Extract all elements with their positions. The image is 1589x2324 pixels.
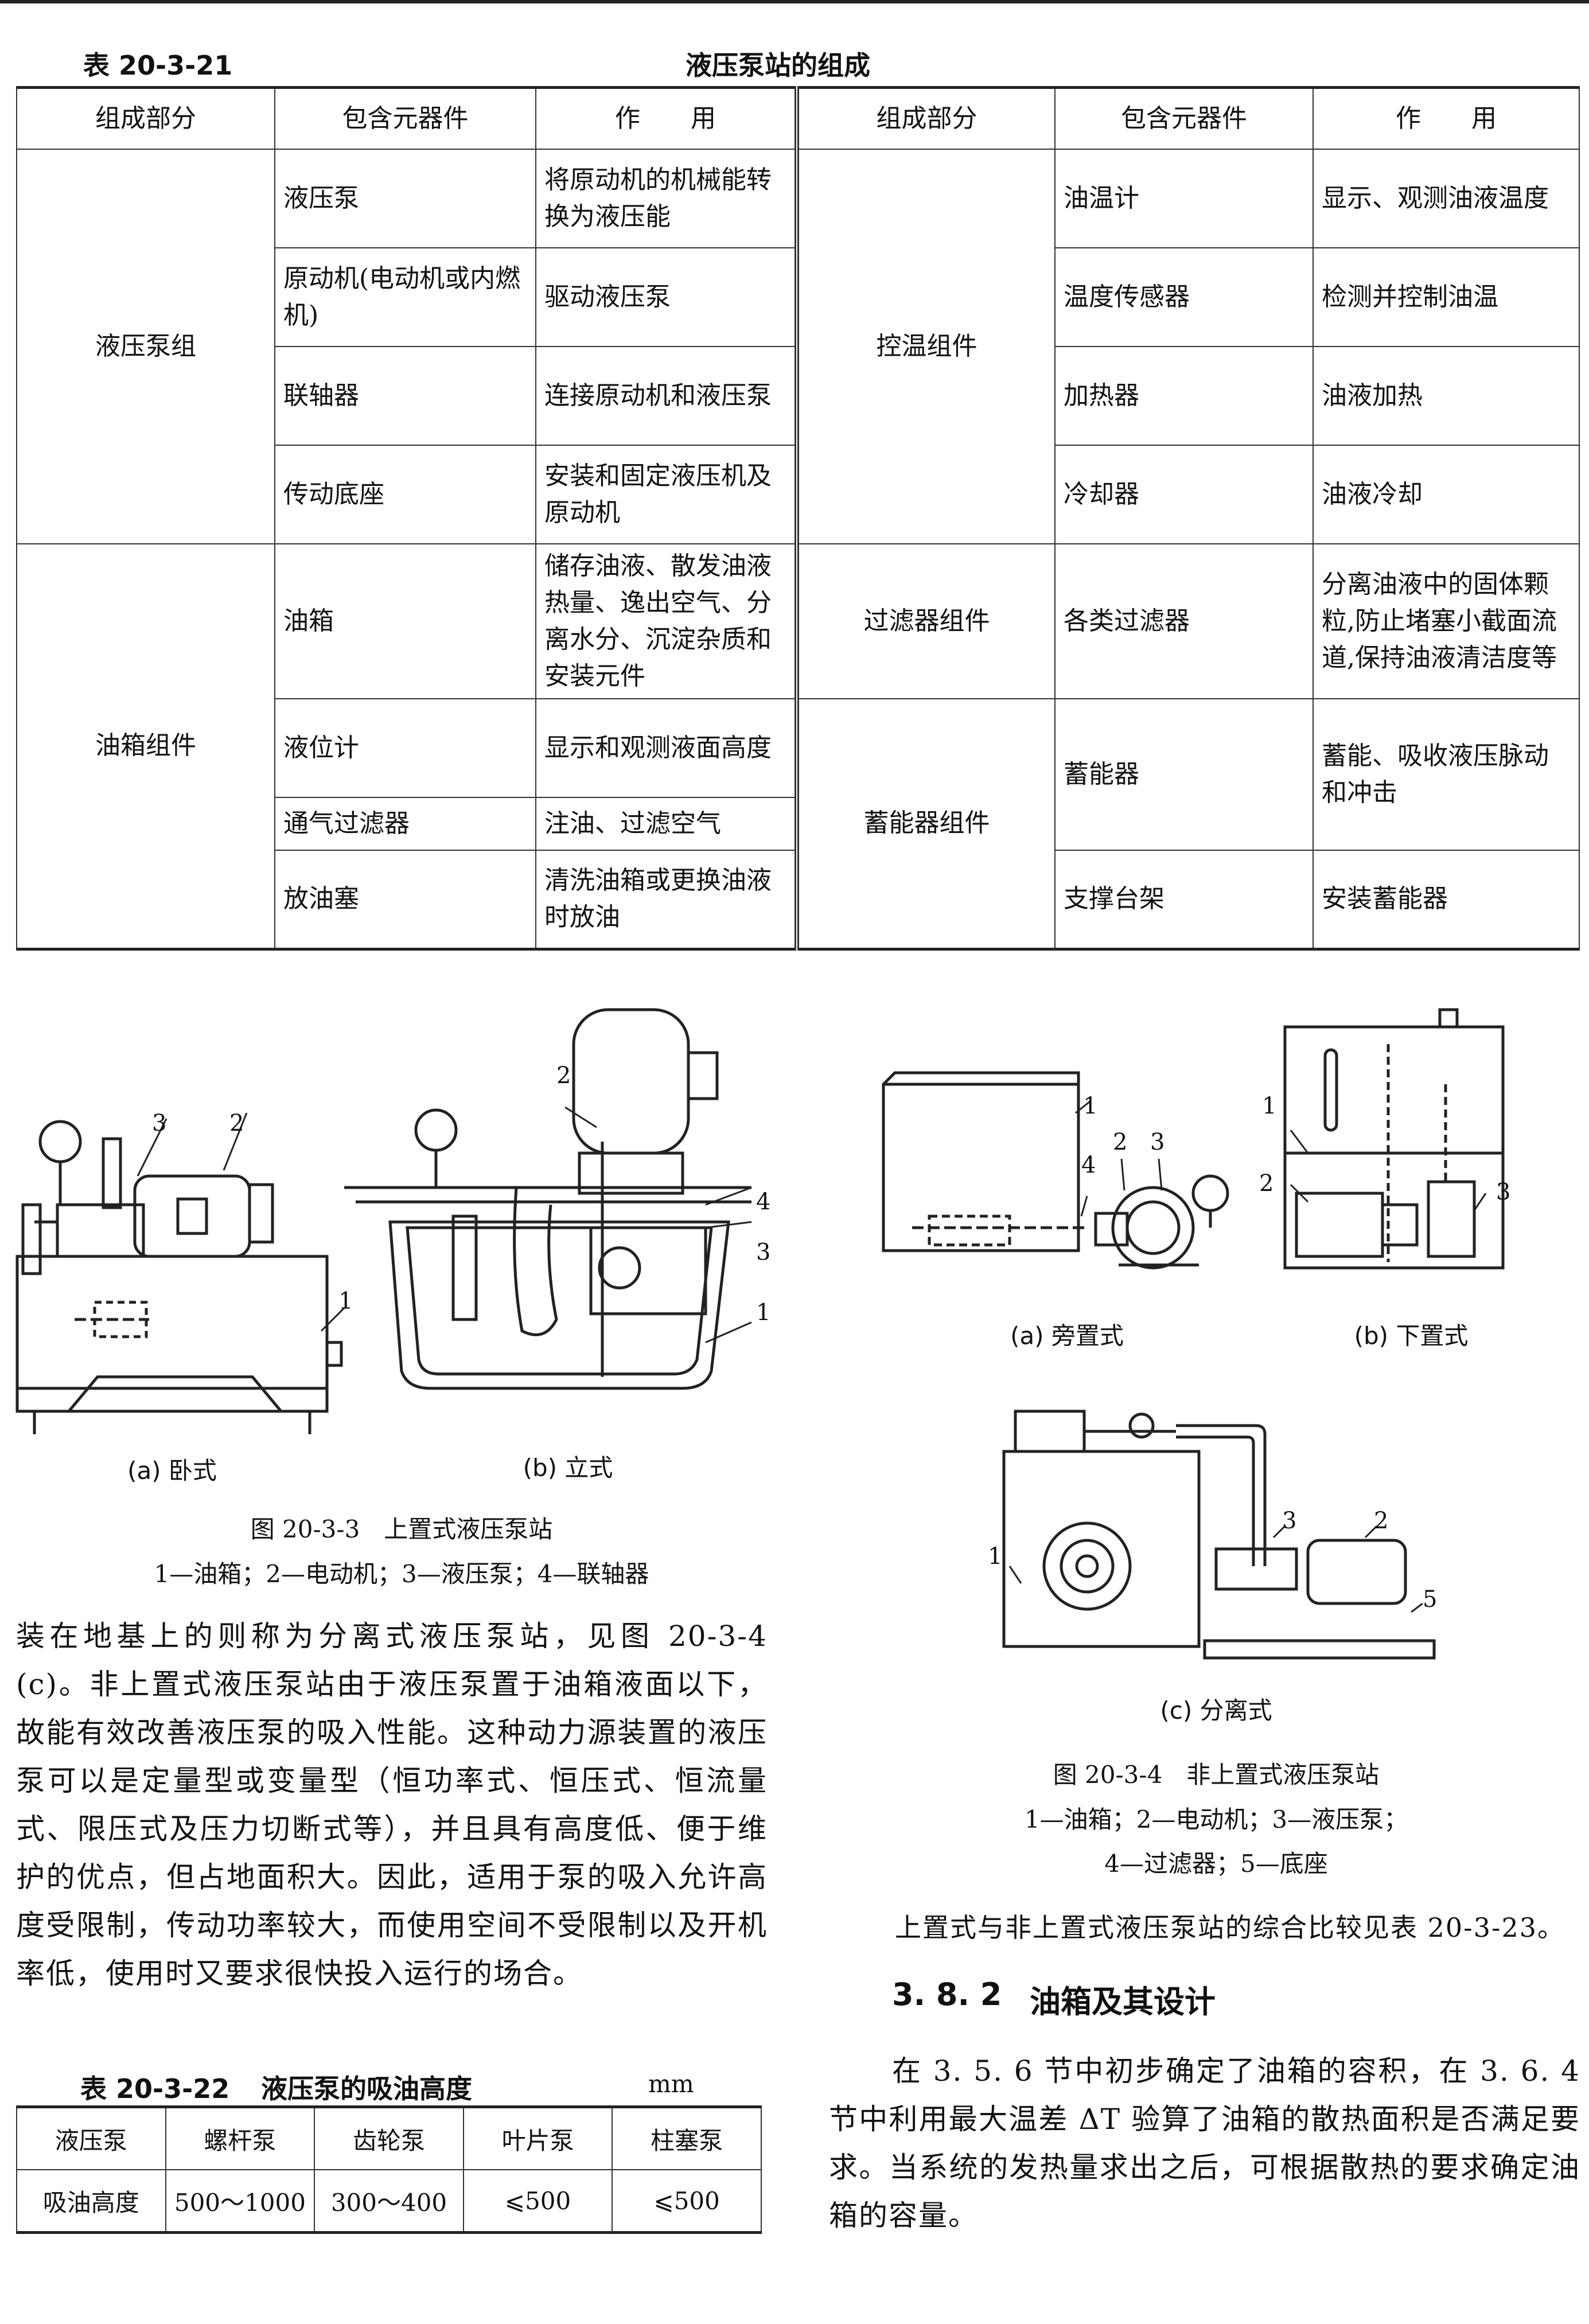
fig3b-label: (b) 立式: [523, 1454, 613, 1482]
header-cell: 作 用: [1313, 87, 1580, 150]
figure-4c-separated-station: [1002, 1410, 1436, 1660]
fig3b-num-4: 4: [756, 1189, 771, 1215]
fig4a-num-1: 1: [1083, 1093, 1098, 1119]
func-cell: 清洗油箱或更换油液时放油: [535, 850, 799, 949]
table21-number: 表 20-3-21: [83, 50, 233, 81]
t22-cell: ⩽500: [612, 2169, 762, 2233]
fig4a-num-3: 3: [1150, 1129, 1165, 1155]
func-cell: 蓄能、吸收液压脉动和冲击: [1313, 698, 1580, 851]
fig3-legend: 1—油箱；2—电动机；3—液压泵；4—联轴器: [154, 1560, 649, 1588]
fig3b-num-2: 2: [556, 1062, 571, 1089]
part-cell: 传动底座: [274, 445, 536, 544]
t22-cell: 柱塞泵: [612, 2106, 762, 2170]
func-cell: 连接原动机和液压泵: [535, 346, 799, 446]
fig4c-num-1: 1: [988, 1543, 1003, 1570]
fig4-caption: 图 20-3-4 非上置式液压泵站: [1053, 1761, 1380, 1789]
section-title: 油箱及其设计: [1030, 1984, 1216, 2020]
fig4a-num-4: 4: [1081, 1152, 1096, 1178]
t22-cell: 液压泵: [16, 2106, 166, 2170]
func-cell: 将原动机的机械能转换为液压能: [535, 149, 799, 248]
func-cell: 安装和固定液压机及原动机: [535, 445, 799, 544]
t22-cell: 螺杆泵: [165, 2106, 316, 2170]
func-cell: 驱动液压泵: [535, 247, 799, 347]
fig4b-num-1: 1: [1262, 1093, 1277, 1119]
fig3b-num-3: 3: [756, 1239, 771, 1266]
figure-3b-vertical-station: [344, 1008, 752, 1390]
part-cell: 液压泵: [274, 149, 536, 248]
section-number: 3. 8. 2: [892, 1976, 1002, 2012]
func-cell: 注油、过滤空气: [535, 797, 799, 851]
fig4c-num-3: 3: [1282, 1508, 1297, 1534]
part-cell: 联轴器: [274, 346, 536, 446]
table21-title: 液压泵站的组成: [686, 50, 870, 81]
fig4c-num-2: 2: [1374, 1508, 1389, 1534]
fig3a-num-2: 2: [229, 1110, 244, 1136]
fig4a-label: (a) 旁置式: [1010, 1322, 1124, 1350]
part-cell: 液位计: [274, 698, 536, 798]
part-cell: 温度传感器: [1054, 247, 1314, 347]
paragraph-right: 在 3. 5. 6 节中初步确定了油箱的容积，在 3. 6. 4 节中利用最大温…: [829, 2054, 1580, 2232]
part-cell: 油箱: [274, 543, 536, 699]
group-temp: 控温组件: [796, 149, 1056, 544]
group-tank: 油箱组件: [16, 543, 275, 949]
table-20-3-22: 液压泵 螺杆泵 齿轮泵 叶片泵 柱塞泵 吸油高度 500～1000 300～40…: [16, 2105, 762, 2234]
group-accumulator: 蓄能器组件: [796, 698, 1056, 949]
func-cell: 检测并控制油温: [1313, 247, 1580, 347]
fig3a-label: (a) 卧式: [127, 1457, 217, 1485]
func-cell: 分离油液中的固体颗粒,防止堵塞小截面流道,保持油液清洁度等: [1313, 543, 1580, 699]
fig3-caption: 图 20-3-3 上置式液压泵站: [250, 1515, 553, 1543]
part-cell: 原动机(电动机或内燃机): [274, 247, 536, 347]
table22-number: 表 20-3-22: [80, 2073, 230, 2104]
fig4b-num-3: 3: [1496, 1179, 1511, 1205]
fig4-legend-line2: 4—过滤器；5—底座: [1104, 1850, 1328, 1878]
compare-line: 上置式与非上置式液压泵站的综合比较见表 20-3-23。: [895, 1912, 1565, 1943]
func-cell: 油液冷却: [1313, 445, 1580, 544]
part-cell: 各类过滤器: [1054, 543, 1314, 699]
func-cell: 显示和观测液面高度: [535, 698, 799, 798]
part-cell: 加热器: [1054, 346, 1314, 446]
fig3b-num-1: 1: [756, 1299, 771, 1326]
header-cell: 包含元器件: [274, 87, 536, 150]
header-cell: 作 用: [535, 87, 799, 150]
t22-cell: ⩽500: [462, 2169, 613, 2233]
t22-cell: 吸油高度: [16, 2169, 166, 2233]
part-cell: 支撑台架: [1054, 850, 1314, 949]
fig3a-num-1: 1: [338, 1288, 353, 1314]
table22-unit: mm: [648, 2070, 694, 2098]
fig4-legend-line1: 1—油箱；2—电动机；3—液压泵；: [1024, 1805, 1408, 1833]
t22-cell: 300～400: [314, 2169, 464, 2233]
table-20-3-21: 组成部分 包含元器件 作 用 组成部分 包含元器件 作 用 液压泵组 液压泵 将…: [16, 86, 1580, 951]
func-cell: 显示、观测油液温度: [1313, 149, 1580, 248]
figure-4a-side-station: [882, 1071, 1229, 1270]
fig4c-num-5: 5: [1423, 1586, 1438, 1613]
fig4b-label: (b) 下置式: [1354, 1322, 1469, 1350]
func-cell: 安装蓄能器: [1313, 850, 1580, 949]
header-cell: 组成部分: [796, 87, 1056, 150]
func-cell: 油液加热: [1313, 346, 1580, 446]
part-cell: 放油塞: [274, 850, 536, 949]
t22-cell: 齿轮泵: [314, 2106, 464, 2170]
part-cell: 蓄能器: [1054, 698, 1314, 851]
top-rule: [0, 0, 1589, 3]
t22-cell: 500～1000: [165, 2169, 316, 2233]
func-cell: 储存油液、散发油液热量、逸出空气、分离水分、沉淀杂质和安装元件: [535, 543, 799, 699]
group-filter: 过滤器组件: [796, 543, 1056, 699]
part-cell: 通气过滤器: [274, 797, 536, 851]
group-pump: 液压泵组: [16, 149, 275, 544]
table22-title: 液压泵的吸油高度: [261, 2073, 472, 2104]
figure-3a-horizontal-station: [15, 1112, 345, 1434]
fig4c-label: (c) 分离式: [1160, 1696, 1272, 1724]
t22-cell: 叶片泵: [462, 2106, 613, 2170]
fig4b-num-2: 2: [1259, 1170, 1274, 1197]
fig3a-num-3: 3: [152, 1110, 167, 1136]
fig4a-num-2: 2: [1113, 1129, 1128, 1155]
part-cell: 冷却器: [1054, 445, 1314, 544]
header-cell: 组成部分: [16, 87, 275, 150]
paragraph-left: 装在地基上的则称为分离式液压泵站，见图 20-3-4 (c)。非上置式液压泵站由…: [16, 1620, 768, 1990]
header-cell: 包含元器件: [1054, 87, 1314, 150]
part-cell: 油温计: [1054, 149, 1314, 248]
figure-4b-under-station: [1283, 1008, 1505, 1270]
